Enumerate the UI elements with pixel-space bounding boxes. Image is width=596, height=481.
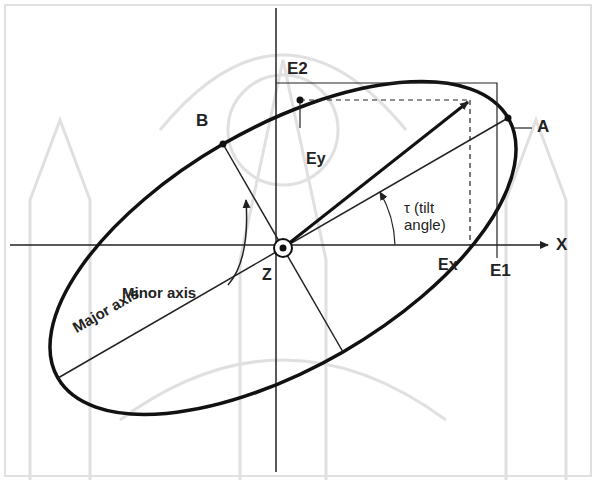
field-component-label: Ey — [306, 150, 326, 168]
field-component-label: E2 — [287, 60, 308, 79]
axis-label: X — [556, 236, 567, 255]
axis-label: Major axis — [70, 285, 142, 336]
origin-label: Z — [262, 266, 272, 284]
point-label: A — [537, 118, 549, 137]
angle-label: τ (tilt angle) — [404, 200, 466, 233]
field-component-label: E1 — [490, 262, 511, 281]
field-component-label: Ex — [438, 256, 458, 274]
point-label: B — [196, 112, 208, 131]
